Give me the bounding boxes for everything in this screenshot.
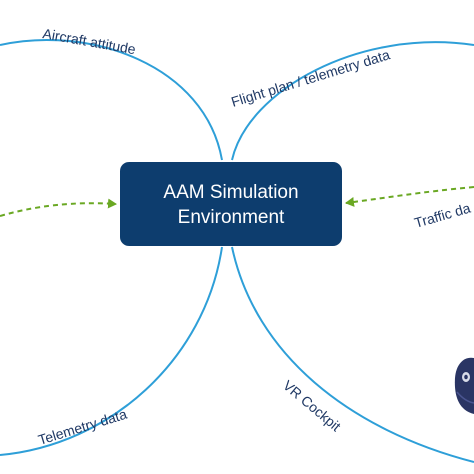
curve-top-left [0,38,223,161]
curve-bottom-left [0,246,223,456]
dashed-arrow-right [345,186,474,207]
center-node-line2: Environment [178,207,285,228]
label-vr-cockpit: VR Cockpit [280,377,344,434]
curve-top-right [231,41,474,161]
curve-bottom-right [231,246,474,463]
center-node-line1: AAM Simulation [163,182,298,203]
vr-headset-icon [454,357,474,414]
label-traffic-data: Traffic da [412,200,472,231]
center-node: AAM Simulation Environment [120,162,342,246]
center-node-box [120,162,342,246]
label-aircraft-attitude: Aircraft attitude [41,25,137,57]
dashed-arrow-left [0,198,117,217]
label-telemetry-data: Telemetry data [36,406,129,448]
label-flight-plan: Flight plan / telemetry data [229,46,392,110]
